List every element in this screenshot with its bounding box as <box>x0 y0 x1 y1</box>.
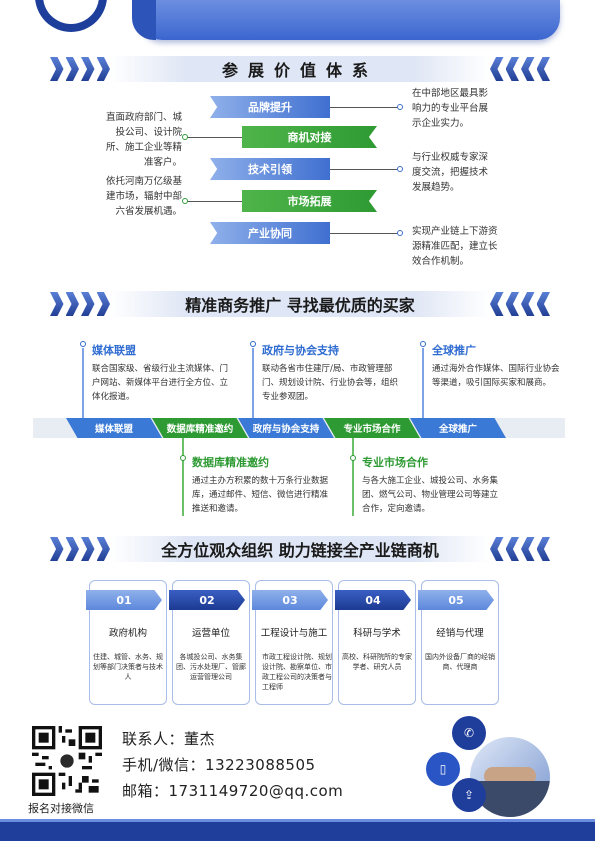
card-text: 高校、科研院所的专家学者、研究人员 <box>342 653 412 671</box>
value-right-text-1: 在中部地区最具影响力的专业平台展示企业实力。 <box>412 88 489 129</box>
connector-line <box>330 107 398 108</box>
card-number: 02 <box>169 590 245 610</box>
value-section-header: 参展价值体系 <box>50 52 550 86</box>
bottom-bar <box>0 819 595 841</box>
card-title: 经销与代理 <box>436 628 484 639</box>
promo-text-gov: 联动各省市住建厅/局、市政管理部门、规划设计院、行业协会等，组织专业参观团。 <box>262 364 399 402</box>
card-number: 04 <box>335 590 411 610</box>
card-title: 科研与学术 <box>353 628 401 639</box>
connector-dot <box>182 134 188 140</box>
card-text: 各城投公司、水务集团、污水处理厂、管廊运营管理公司 <box>176 653 246 681</box>
promo-line <box>422 348 424 418</box>
promo-text-database: 通过主办方积累的数十万条行业数据库，通过邮件、短信、微信进行精准推送和邀请。 <box>192 476 329 514</box>
connector-dot <box>397 166 403 172</box>
promo-title-gov: 政府与协会支持 <box>262 344 339 357</box>
promo-dot <box>250 341 256 347</box>
card-text: 国内外设备厂商的经销商、代理商 <box>425 653 495 671</box>
connector-line <box>330 233 398 234</box>
promo-dot <box>180 455 186 461</box>
contact-phone[interactable]: 手机/微信：13223088505 <box>122 756 316 774</box>
phone-icon: ✆ <box>452 716 486 750</box>
wechat-icon <box>60 754 74 768</box>
chevron-left-icon <box>50 537 110 561</box>
promo-line <box>352 438 354 516</box>
connector-line <box>186 137 242 138</box>
promo-text-media: 联合国家级、省级行业主流媒体、门户网站、新媒体平台进行全方位、立体化报道。 <box>92 364 229 402</box>
ribbon-media: 媒体联盟 <box>66 418 162 438</box>
promo-title-market: 专业市场合作 <box>362 456 428 469</box>
value-block-tech: 技术引领 <box>210 158 330 180</box>
value-left-text-1: 直面政府部门、城投公司、设计院所、施工企业等精准客户。 <box>106 112 183 168</box>
value-section-title: 参展价值体系 <box>221 61 378 80</box>
connector-dot <box>182 198 188 204</box>
promo-section-title: 精准商务推广 寻找最优质的买家 <box>185 296 415 315</box>
promo-title-global: 全球推广 <box>432 344 476 357</box>
audience-section-title: 全方位观众组织 助力链接全产业链商机 <box>161 541 439 560</box>
qr-code-image <box>32 726 102 796</box>
value-right-text-3: 实现产业链上下游资源精准匹配，建立长效合作机制。 <box>412 226 498 267</box>
promo-text-global: 通过海外合作媒体、国际行业协会等渠道，吸引国际买家和展商。 <box>432 364 560 388</box>
card-number: 03 <box>252 590 328 610</box>
top-ring-decoration <box>35 0 107 32</box>
chevron-right-icon <box>490 57 550 81</box>
mobile-icon: ▯ <box>426 752 460 786</box>
chevron-left-icon <box>50 292 110 316</box>
card-text: 市政工程设计院、规划设计院、勘察单位、市政工程公司的决策者与工程师 <box>262 653 332 691</box>
chevron-left-icon <box>50 57 110 81</box>
promo-title-database: 数据库精准邀约 <box>192 456 269 469</box>
ribbon-global: 全球推广 <box>410 418 506 438</box>
share-icon: ⇪ <box>452 778 486 812</box>
qr-caption: 报名对接微信 <box>28 802 94 815</box>
connector-line <box>330 169 398 170</box>
value-right-text-2: 与行业权威专家深度交流，把握技术发展趋势。 <box>412 152 489 193</box>
value-left-text-2: 依托河南万亿级基建市场，辐射中部六省发展机遇。 <box>106 176 183 217</box>
ribbon-database: 数据库精准邀约 <box>152 418 248 438</box>
promo-title-media: 媒体联盟 <box>92 344 136 357</box>
connector-dot <box>397 230 403 236</box>
connector-line <box>186 201 242 202</box>
card-title: 工程设计与施工 <box>260 628 328 639</box>
promo-line <box>82 348 84 418</box>
card-title: 政府机构 <box>108 628 147 639</box>
card-title: 运营单位 <box>191 628 230 639</box>
promo-dot <box>420 341 426 347</box>
chevron-right-icon <box>490 537 550 561</box>
chevron-right-icon <box>490 292 550 316</box>
promo-section-header: 精准商务推广 寻找最优质的买家 <box>50 287 550 321</box>
value-block-market: 市场拓展 <box>242 190 377 212</box>
promo-line <box>252 348 254 418</box>
value-block-industry: 产业协同 <box>210 222 330 244</box>
ribbon-gov: 政府与协会支持 <box>238 418 334 438</box>
card-number: 05 <box>418 590 494 610</box>
top-banner-decoration <box>132 0 560 40</box>
card-text: 住建、城管、水务、规划等部门决策者与技术人 <box>93 653 163 681</box>
value-block-brand: 品牌提升 <box>210 96 330 118</box>
ribbon-market: 专业市场合作 <box>324 418 420 438</box>
promo-text-market: 与各大施工企业、城投公司、水务集团、燃气公司、物业管理公司等建立合作，定向邀请。 <box>362 476 499 514</box>
card-number: 01 <box>86 590 162 610</box>
contact-name: 联系人：董杰 <box>122 730 216 748</box>
promo-dot <box>350 455 356 461</box>
connector-dot <box>397 104 403 110</box>
contact-email[interactable]: 邮箱：1731149720@qq.com <box>122 782 344 800</box>
promo-dot <box>80 341 86 347</box>
promo-line <box>182 438 184 516</box>
audience-section-header: 全方位观众组织 助力链接全产业链商机 <box>50 532 550 566</box>
value-block-business: 商机对接 <box>242 126 377 148</box>
